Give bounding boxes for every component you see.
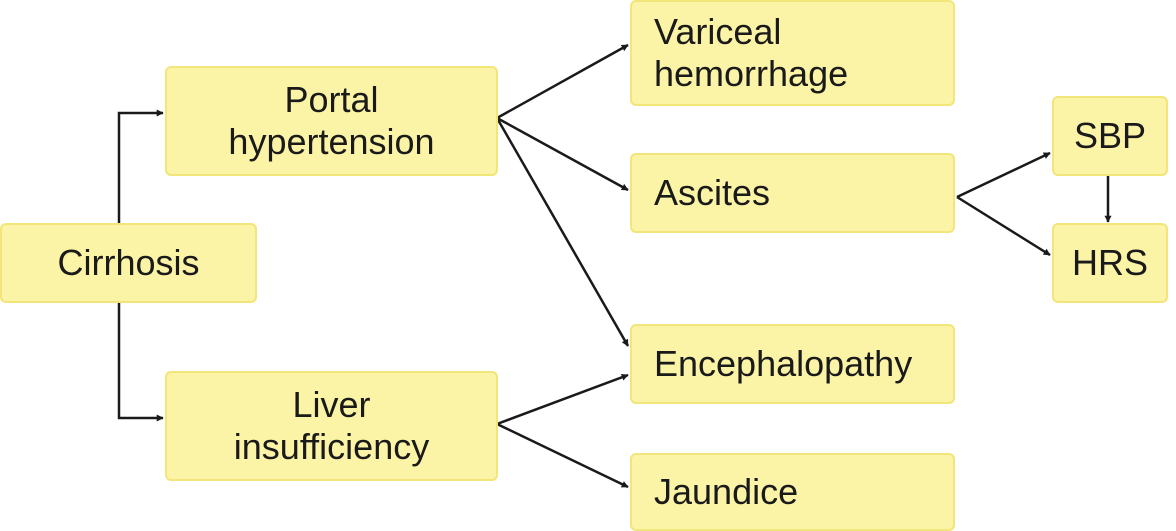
node-jaundice: Jaundice — [630, 453, 955, 531]
node-label-line: Cirrhosis — [57, 242, 200, 283]
node-label-line: Variceal — [654, 11, 782, 52]
arrow-ascites-to-hrs — [956, 195, 1051, 257]
node-variceal-hemorrhage: Variceal hemorrhage — [630, 0, 955, 106]
node-label-line: Encephalopathy — [654, 343, 913, 384]
arrow-liver-insufficiency-to-encephalopathy — [496, 373, 629, 426]
node-hrs: HRS — [1052, 223, 1168, 303]
arrow-liver-insufficiency-to-jaundice — [496, 422, 629, 489]
arrow-ascites-to-sbp — [956, 151, 1051, 199]
arrow-portal-hypertension-to-encephalopathy — [495, 117, 630, 347]
arrow-cirrhosis-to-portal-hypertension — [117, 109, 164, 223]
node-label-line: Liver — [292, 384, 371, 425]
arrow-portal-hypertension-to-ascites — [496, 116, 629, 192]
node-liver-insufficiency: Liver insufficiency — [165, 371, 498, 481]
node-label-line: HRS — [1071, 242, 1148, 283]
node-sbp: SBP — [1052, 96, 1168, 176]
arrow-portal-hypertension-to-variceal-hemorrhage — [496, 43, 629, 120]
node-cirrhosis: Cirrhosis — [0, 223, 257, 303]
node-label-line: SBP — [1073, 115, 1147, 156]
node-label-line: Ascites — [654, 172, 771, 213]
node-portal-hypertension: Portal hypertension — [165, 66, 498, 176]
node-label-line: Portal — [284, 79, 379, 120]
node-label-line: hemorrhage — [654, 53, 849, 94]
node-encephalopathy: Encephalopathy — [630, 324, 955, 404]
node-ascites: Ascites — [630, 153, 955, 233]
node-label-line: hypertension — [228, 121, 435, 162]
node-label-line: Jaundice — [654, 471, 799, 512]
arrow-cirrhosis-to-liver-insufficiency — [117, 303, 164, 422]
node-label-line: insufficiency — [233, 426, 430, 467]
